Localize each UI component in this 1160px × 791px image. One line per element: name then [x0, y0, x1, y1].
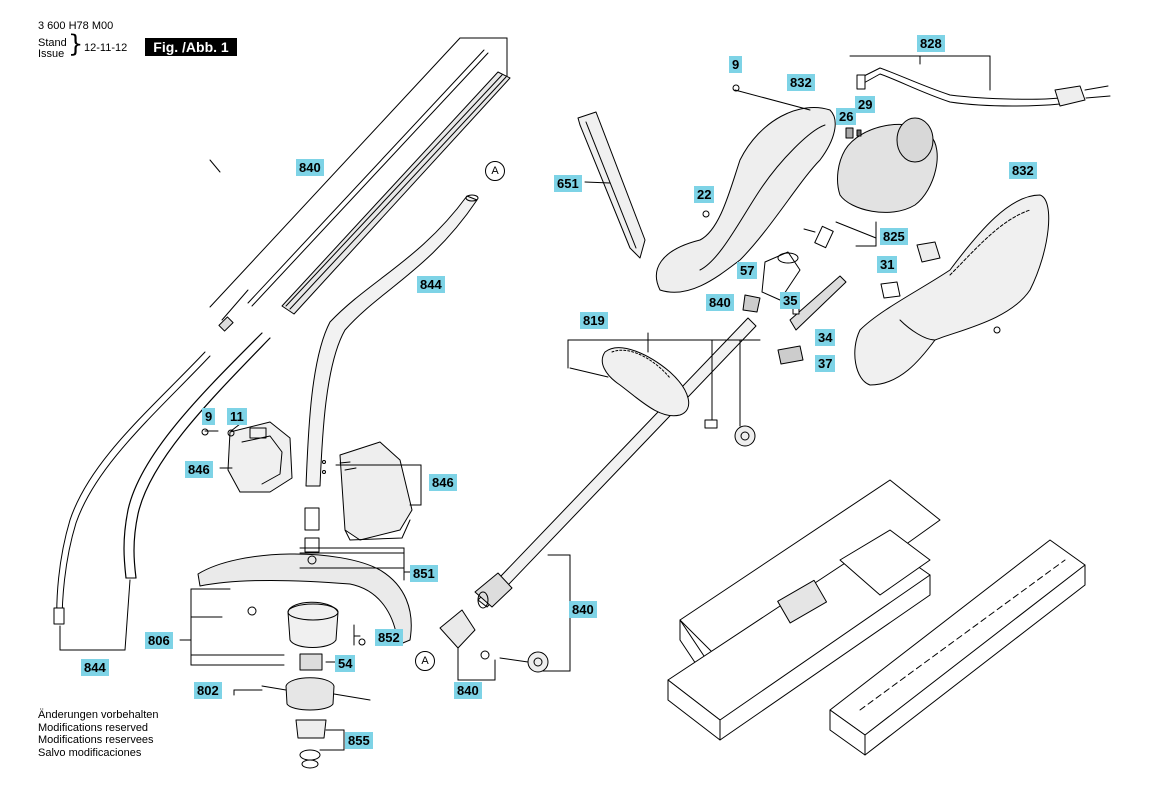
footnotes: Änderungen vorbehalten Modifications res…	[38, 709, 158, 759]
callout-851: 851	[410, 565, 438, 582]
callout-846-left: 846	[185, 461, 213, 478]
callout-37: 37	[815, 355, 836, 372]
callout-29: 29	[855, 96, 876, 113]
callout-832-top: 832	[787, 74, 815, 91]
note-line-en: Modifications reserved	[38, 721, 149, 734]
ref-marker-a-top: A	[485, 161, 505, 181]
callout-855: 855	[345, 732, 373, 749]
motor-housing-right-part	[854, 194, 1050, 386]
callout-819: 819	[580, 312, 608, 329]
callout-22: 22	[694, 186, 715, 203]
packaging-box-part	[667, 479, 1086, 756]
issue-date: 12-11-12	[84, 42, 128, 54]
shaft-tube-part	[209, 37, 511, 332]
handle-assembly-part	[439, 317, 757, 673]
callout-840-bottom: 840	[454, 682, 482, 699]
callout-806: 806	[145, 632, 173, 649]
housing-cover-part	[339, 441, 413, 541]
callout-35: 35	[780, 292, 801, 309]
gear-housing-part	[201, 421, 293, 493]
callout-825: 825	[880, 228, 908, 245]
callout-832-right: 832	[1009, 162, 1037, 179]
part-number: 3 600 H78 M00	[38, 20, 114, 32]
callout-9-left: 9	[202, 408, 216, 425]
small-block-part	[880, 241, 941, 299]
flex-shaft-part	[53, 332, 271, 651]
callout-840-top: 840	[296, 159, 324, 176]
callout-54: 54	[335, 655, 356, 672]
note-line-es: Salvo modificaciones	[38, 746, 142, 759]
guard-part	[197, 507, 412, 646]
callout-26: 26	[836, 108, 857, 125]
issue-label: Issue	[38, 48, 65, 60]
figure-label: Fig. /Abb. 1	[145, 38, 237, 56]
callout-840-right: 840	[569, 601, 597, 618]
callout-31: 31	[877, 256, 898, 273]
spool-housing-part	[247, 601, 371, 769]
callout-11: 11	[227, 408, 247, 425]
screws-top-part	[702, 84, 862, 218]
stand-label: Stand	[38, 37, 67, 49]
cable-part	[849, 55, 1111, 107]
motor-housing-part	[655, 89, 836, 293]
motor-part	[803, 117, 938, 249]
note-line-fr: Modifications reservees	[38, 734, 154, 746]
curved-tube-part	[305, 194, 479, 487]
callout-651: 651	[554, 175, 582, 192]
callout-852: 852	[375, 629, 403, 646]
callout-9-right: 9	[729, 56, 743, 73]
ref-marker-a-bottom: A	[415, 651, 435, 671]
callout-34: 34	[815, 329, 836, 346]
callout-802: 802	[194, 682, 222, 699]
callout-846-right: 846	[429, 474, 457, 491]
callout-840-spring: 840	[706, 294, 734, 311]
handle-leader-lines	[457, 332, 761, 681]
leader-lines-left	[179, 159, 422, 751]
note-line-de: Änderungen vorbehalten	[38, 709, 159, 721]
callout-57: 57	[737, 262, 758, 279]
cover-strip-part	[577, 111, 646, 259]
callout-844-top: 844	[417, 276, 445, 293]
brace-glyph: }	[68, 30, 84, 58]
callout-844-bottom: 844	[81, 659, 109, 676]
callout-828: 828	[917, 35, 945, 52]
